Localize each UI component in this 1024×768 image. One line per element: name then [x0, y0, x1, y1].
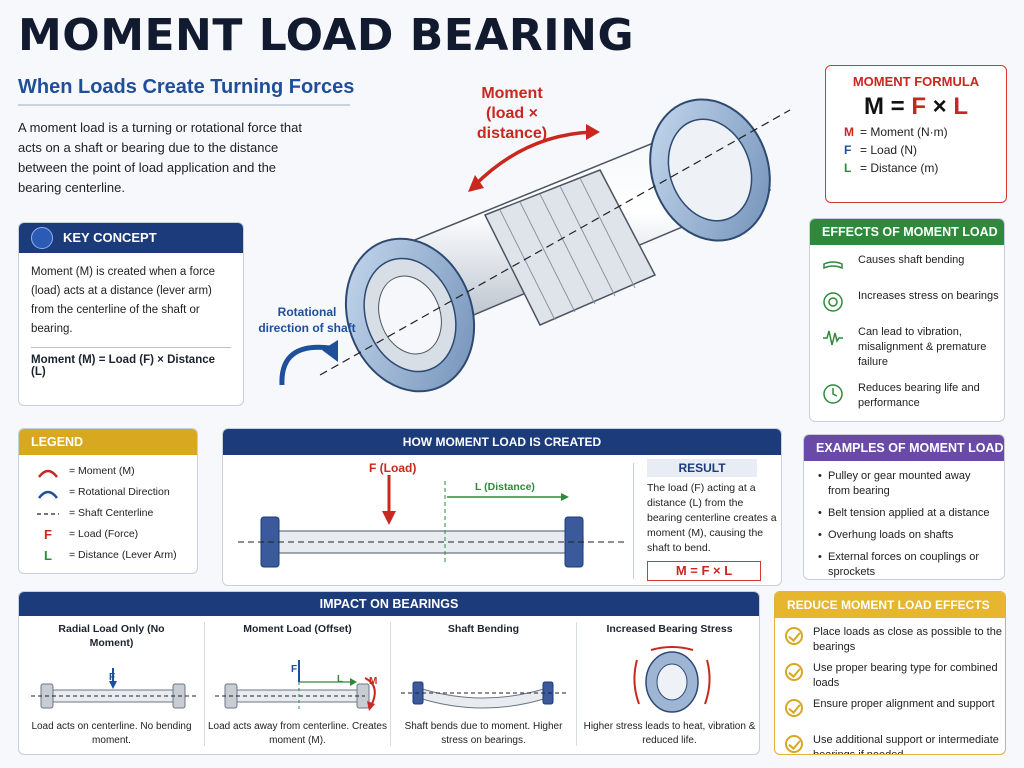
key-concept-panel: KEY CONCEPT Moment (M) is created when a… — [18, 222, 244, 406]
checkmark-icon — [785, 735, 803, 753]
how-diagram — [238, 475, 625, 568]
gear-icon — [483, 169, 657, 326]
legend-item: L = Distance (Lever Arm) — [44, 548, 177, 563]
example-item: Pulley or gear mounted away from bearing — [818, 469, 994, 499]
key-concept-equation: Moment (M) = Load (F) × Distance (L) — [31, 354, 216, 378]
how-distance-label: L (Distance) — [475, 481, 535, 493]
intro-text: A moment load is a turning or rotational… — [18, 120, 302, 195]
moment-arrow-icon — [468, 124, 600, 192]
vibration-icon — [823, 330, 843, 346]
key-concept-divider — [31, 347, 231, 348]
moment-formula-panel: MOMENT FORMULA M = F × L M= Moment (N·m)… — [825, 65, 1007, 203]
legend-item: = Moment (M) — [19, 461, 197, 482]
effects-panel: EFFECTS OF MOMENT LOAD Causes shaft bend… — [809, 218, 1005, 422]
page-title: MOMENT LOAD BEARING — [18, 10, 635, 61]
impact-col-stress: Increased Bearing Stress Higher stress l… — [583, 623, 756, 746]
effect-item: Can lead to vibration, misalignment & pr… — [810, 325, 1004, 381]
key-concept-heading: KEY CONCEPT — [19, 223, 243, 253]
examples-heading: EXAMPLES OF MOMENT LOAD — [804, 435, 1004, 461]
impact-panel: IMPACT ON BEARINGS Radial Load Only (No … — [18, 591, 760, 755]
checkmark-icon — [785, 663, 803, 681]
effects-heading: EFFECTS OF MOMENT LOAD — [810, 219, 1004, 245]
effect-item: Increases stress on bearings — [810, 289, 1004, 325]
legend-item: = Rotational Direction — [19, 482, 197, 503]
formula-heading: MOMENT FORMULA — [852, 74, 980, 89]
bearing-stress-icon — [633, 646, 711, 713]
reduce-item: Ensure proper alignment and support — [775, 697, 1005, 731]
subtitle-divider — [18, 104, 350, 106]
how-heading: HOW MOMENT LOAD IS CREATED — [223, 429, 781, 455]
result-equation: M = F × L — [647, 561, 761, 581]
rotation-label: Rotational direction of shaft — [258, 305, 356, 335]
lightbulb-icon — [31, 227, 53, 249]
examples-panel: EXAMPLES OF MOMENT LOAD Pulley or gear m… — [803, 434, 1005, 580]
reduce-panel: REDUCE MOMENT LOAD EFFECTS Place loads a… — [774, 591, 1006, 755]
legend-panel: LEGEND = Moment (M) = Rotational Directi… — [18, 428, 198, 574]
impact-col-moment: Moment Load (Offset) F L M Load acts awa… — [208, 623, 387, 746]
formula-row-m: M= Moment (N·m) — [844, 125, 948, 139]
bearing-stress-icon — [823, 292, 843, 312]
checkmark-icon — [785, 627, 803, 645]
formula-equation: M = F × L — [863, 93, 969, 120]
impact-col-bending: Shaft Bending Shaft bends due to moment.… — [401, 623, 566, 746]
legend-heading: LEGEND — [19, 429, 197, 455]
bent-shaft-icon — [823, 261, 843, 270]
effect-item: Reduces bearing life and performance — [810, 381, 1004, 417]
result-heading: RESULT — [647, 459, 757, 477]
page-subtitle: When Loads Create Turning Forces — [18, 76, 355, 98]
how-divider — [633, 463, 634, 579]
reduce-heading: REDUCE MOMENT LOAD EFFECTS — [775, 592, 1005, 618]
rotation-arrow-icon — [38, 490, 58, 499]
shaft-centerline — [319, 109, 791, 376]
formula-row-f: F= Load (N) — [844, 143, 918, 157]
legend-item: = Shaft Centerline — [19, 503, 197, 524]
result-text: The load (F) acting at a distance (L) fr… — [647, 482, 777, 554]
key-concept-text: Moment (M) is created when a force (load… — [31, 266, 216, 335]
moment-arrow-icon — [38, 469, 58, 478]
reduce-item: Use proper bearing type for combined loa… — [775, 661, 1005, 695]
checkmark-icon — [785, 699, 803, 717]
right-bearing — [649, 98, 771, 242]
how-created-panel: HOW MOMENT LOAD IS CREATED F (Load) L (D… — [222, 428, 782, 586]
how-load-label: F (Load) — [369, 461, 417, 475]
reduce-item: Place loads as close as possible to the … — [775, 625, 1005, 659]
clock-icon — [823, 384, 843, 404]
reduce-item: Use additional support or intermediate b… — [775, 733, 1005, 754]
dashed-line-icon — [37, 513, 59, 515]
example-item: Belt tension applied at a distance — [818, 506, 994, 521]
impact-heading: IMPACT ON BEARINGS — [19, 592, 759, 616]
moment-label: Moment (load × distance) — [476, 85, 548, 142]
left-bearing — [344, 237, 476, 393]
formula-row-l: L= Distance (m) — [844, 161, 939, 175]
example-item: Overhung loads on shafts — [818, 528, 994, 543]
shaft-bearing-illustration — [279, 98, 791, 393]
impact-col-radial: Radial Load Only (No Moment) F Load acts… — [31, 623, 196, 746]
rotation-arrow-icon — [279, 340, 338, 386]
example-item: External forces on couplings or sprocket… — [818, 550, 994, 579]
effect-item: Causes shaft bending — [810, 253, 1004, 289]
legend-item: F = Load (Force) — [44, 527, 139, 542]
